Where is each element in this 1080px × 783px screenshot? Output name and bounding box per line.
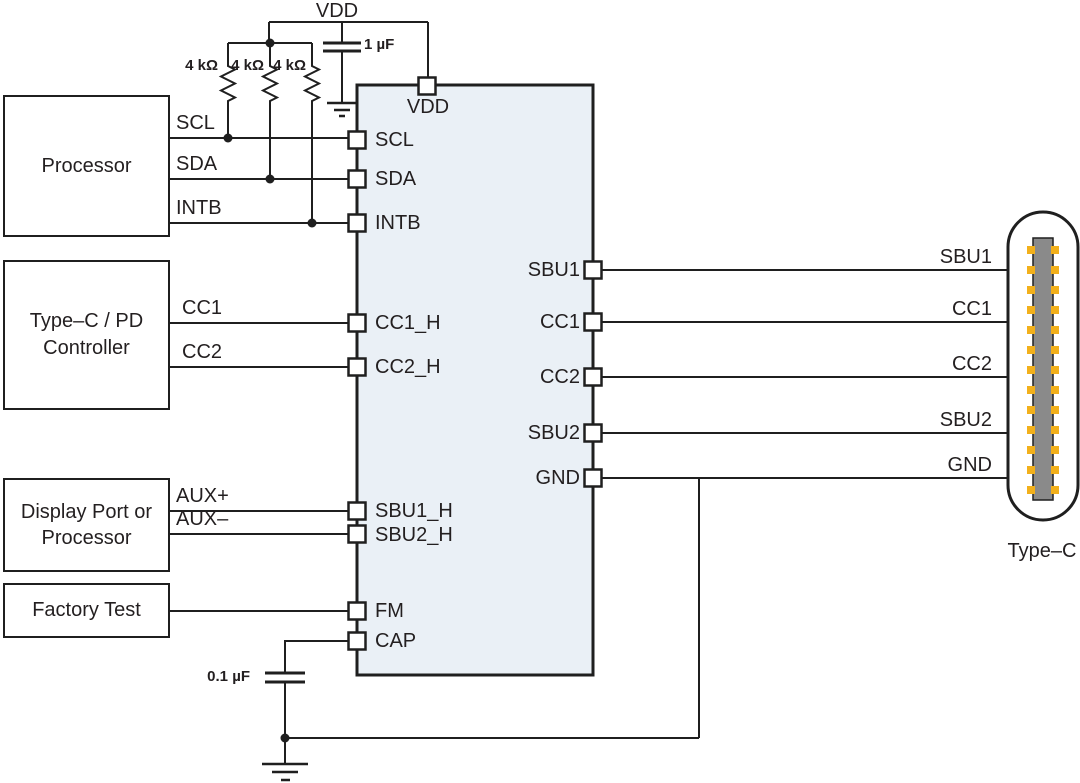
resistor-icon xyxy=(302,43,322,223)
block-factory-test: Factory Test xyxy=(3,583,170,638)
pin-gnd xyxy=(583,468,603,488)
chip-body xyxy=(355,83,595,677)
block-factory-test-label: Factory Test xyxy=(32,599,141,621)
chip-pin-label-cap: CAP xyxy=(375,630,417,652)
pin-cap xyxy=(347,631,367,651)
junction-dot xyxy=(265,38,275,48)
junction-dot xyxy=(265,174,275,184)
capacitor-icon xyxy=(323,41,361,53)
typec-wire-label-cc2: CC2 xyxy=(951,353,992,375)
bus-label-cc2: CC2 xyxy=(182,341,223,363)
pin-sbu2 xyxy=(583,423,603,443)
block-typec-pd-label-line2: Controller xyxy=(43,337,130,359)
typec-wire-label-sbu2: SBU2 xyxy=(939,409,992,431)
typec-wire-label-cc1: CC1 xyxy=(951,298,992,320)
resistor-value-label: 4 kΩ xyxy=(231,57,264,74)
typec-wire-label-sbu1: SBU1 xyxy=(939,246,992,268)
pin-cc2-h xyxy=(347,357,367,377)
resistor-icon xyxy=(260,43,280,179)
junction-dot xyxy=(307,218,317,228)
block-display-port-label-line1: Display Port or xyxy=(20,501,153,523)
junction-dots xyxy=(223,38,317,743)
wire-gnd-return xyxy=(285,478,700,739)
block-processor-label: Processor xyxy=(41,154,132,177)
chip-pin-label-gnd: GND xyxy=(535,467,580,489)
capacitor-icon xyxy=(265,671,305,684)
pin-sda xyxy=(347,169,367,189)
chip-pin-label-intb: INTB xyxy=(375,212,421,234)
bus-label-auxm: AUX– xyxy=(176,508,229,530)
chip-pin-label-fm: FM xyxy=(375,600,404,622)
ground-icon xyxy=(262,762,308,782)
chip-pin-label-cc1: CC1 xyxy=(539,311,580,333)
wires xyxy=(170,21,1008,782)
block-display-port-label-line2: Processor xyxy=(41,527,132,549)
bypass-cap-value-label: 0.1 µF xyxy=(207,668,250,685)
pin-sbu2-h xyxy=(347,524,367,544)
bus-label-cc1: CC1 xyxy=(182,297,223,319)
chip-pin-label-vdd: VDD xyxy=(406,96,450,118)
pin-sbu1 xyxy=(583,260,603,280)
typec-wire-label-gnd: GND xyxy=(947,454,992,476)
type-c-connector-icon xyxy=(1006,210,1080,522)
pin-cc2 xyxy=(583,367,603,387)
bulk-cap-value-label: 1 µF xyxy=(364,36,395,53)
resistor-icon xyxy=(218,43,238,138)
block-typec-pd-label-line1: Type–C / PD xyxy=(29,310,144,332)
pin-scl xyxy=(347,130,367,150)
block-display-port: Display Port or Processor xyxy=(3,478,170,572)
bus-label-sda: SDA xyxy=(176,153,218,175)
pin-fm xyxy=(347,601,367,621)
chip-pin-label-scl: SCL xyxy=(375,129,414,151)
pin-vdd xyxy=(417,76,437,96)
chip-pin-label-sbu2-h: SBU2_H xyxy=(375,524,453,546)
block-typec-pd-controller: Type–C / PD Controller xyxy=(3,260,170,410)
chip-pin-label-sbu1: SBU1 xyxy=(527,259,580,281)
pin-sbu1-h xyxy=(347,501,367,521)
chip-pin-label-sda: SDA xyxy=(375,168,417,190)
chip-pins xyxy=(347,76,603,651)
junction-dot xyxy=(280,733,290,743)
ground-icon xyxy=(327,101,357,118)
block-processor: Processor xyxy=(3,95,170,237)
vdd-net-label: VDD xyxy=(315,0,359,22)
wire-cap xyxy=(284,640,349,673)
pin-cc1 xyxy=(583,312,603,332)
resistor-value-label: 4 kΩ xyxy=(273,57,306,74)
resistor-value-label: 4 kΩ xyxy=(185,57,218,74)
chip-pin-label-sbu2: SBU2 xyxy=(527,422,580,444)
pin-intb xyxy=(347,213,367,233)
pin-cc1-h xyxy=(347,313,367,333)
junction-dot xyxy=(223,133,233,143)
bus-label-scl: SCL xyxy=(176,112,215,134)
bus-label-auxp: AUX+ xyxy=(176,485,229,507)
type-c-tongue xyxy=(1032,237,1054,501)
typec-connector-label: Type–C xyxy=(1007,540,1077,562)
type-c-pads xyxy=(1027,246,1059,494)
chip-pin-label-sbu1-h: SBU1_H xyxy=(375,500,453,522)
chip-pin-label-cc1-h: CC1_H xyxy=(375,312,441,334)
chip-pin-label-cc2-h: CC2_H xyxy=(375,356,441,378)
bus-label-intb: INTB xyxy=(176,197,222,219)
chip-pin-label-cc2: CC2 xyxy=(539,366,580,388)
